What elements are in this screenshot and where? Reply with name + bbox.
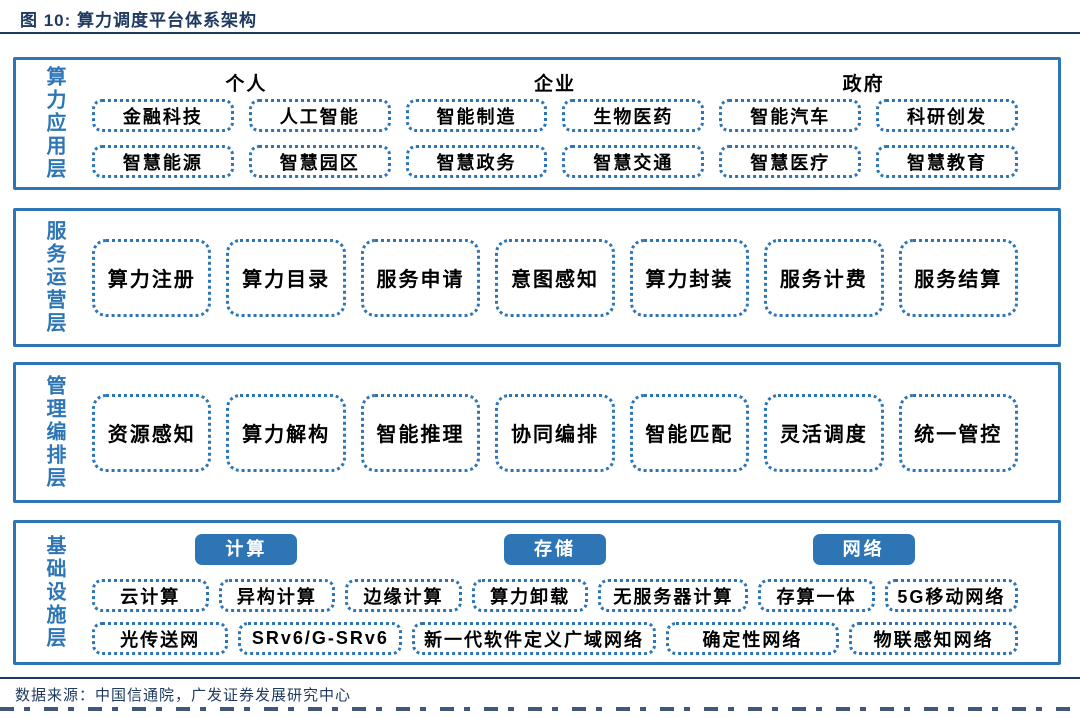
service-box-registration: 算力注册 bbox=[92, 238, 212, 317]
infra-box-storage-computing-integration: 存算一体 bbox=[758, 579, 875, 612]
service-box-row: 算力注册 算力目录 服务申请 意图感知 算力封装 服务计费 服务结算 bbox=[92, 238, 1018, 317]
group-header-government: 政府 bbox=[842, 73, 885, 95]
infra-box-row-1: 云计算 异构计算 边缘计算 算力卸载 无服务器计算 存算一体 5G移动网络 bbox=[92, 579, 1019, 612]
footer-divider bbox=[0, 677, 1080, 679]
orch-box-resource-awareness: 资源感知 bbox=[92, 393, 212, 472]
layer-application-content: 个人 企业 政府 金融科技 人工智能 智能制造 生物医药 智能汽车 科研创发 智… bbox=[92, 60, 1058, 187]
infra-box-srv6: SRv6/G-SRv6 bbox=[238, 622, 403, 655]
app-box-smart-park: 智慧园区 bbox=[248, 145, 391, 178]
group-header-personal: 个人 bbox=[225, 73, 268, 95]
orch-box-flexible-scheduling: 灵活调度 bbox=[764, 393, 884, 472]
service-box-settlement: 服务结算 bbox=[898, 238, 1018, 317]
infra-category-cell-compute: 计算 bbox=[92, 534, 401, 565]
service-box-intent-awareness: 意图感知 bbox=[495, 238, 615, 317]
app-box-biomedicine: 生物医药 bbox=[562, 99, 705, 132]
infra-pill-storage: 存储 bbox=[504, 534, 606, 565]
data-source-note: 数据来源：中国信通院，广发证券发展研究中心 bbox=[15, 687, 352, 704]
title-divider bbox=[0, 32, 1080, 34]
app-box-smart-healthcare: 智慧医疗 bbox=[719, 145, 862, 178]
service-box-catalog: 算力目录 bbox=[226, 238, 346, 317]
infra-box-edge-computing: 边缘计算 bbox=[345, 579, 462, 612]
infra-box-computing-offload: 算力卸载 bbox=[471, 579, 589, 612]
infra-category-cell-storage: 存储 bbox=[401, 534, 710, 565]
layer-service-operation: 服务运营层 算力注册 算力目录 服务申请 意图感知 算力封装 服务计费 服务结算 bbox=[13, 208, 1061, 347]
orch-box-intelligent-reasoning: 智能推理 bbox=[360, 393, 481, 472]
app-box-fintech: 金融科技 bbox=[92, 99, 234, 132]
layer-infrastructure-content: 计算 存储 网络 云计算 异构计算 边缘计算 算力卸载 无服务器计算 存算一体 … bbox=[92, 523, 1058, 662]
orch-box-collaborative-orchestration: 协同编排 bbox=[495, 393, 615, 472]
layer-orchestration: 管理编排层 资源感知 算力解构 智能推理 协同编排 智能匹配 灵活调度 统一管控 bbox=[13, 362, 1061, 503]
application-box-row-2: 智慧能源 智慧园区 智慧政务 智慧交通 智慧医疗 智慧教育 bbox=[92, 145, 1018, 178]
figure-title: 图 10: 算力调度平台体系架构 bbox=[20, 11, 258, 30]
infra-box-deterministic-network: 确定性网络 bbox=[665, 622, 840, 655]
app-box-smart-transport: 智慧交通 bbox=[562, 145, 705, 178]
orchestration-box-row: 资源感知 算力解构 智能推理 协同编排 智能匹配 灵活调度 统一管控 bbox=[92, 393, 1018, 472]
user-group-row: 个人 企业 政府 bbox=[92, 67, 1018, 97]
infra-box-row-2: 光传送网 SRv6/G-SRv6 新一代软件定义广域网络 确定性网络 物联感知网… bbox=[92, 622, 1019, 655]
layer-label-orchestration: 管理编排层 bbox=[43, 375, 65, 490]
service-box-application: 服务申请 bbox=[360, 238, 481, 317]
orch-box-unified-control: 统一管控 bbox=[898, 393, 1018, 472]
layer-label-infrastructure: 基础设施层 bbox=[43, 535, 65, 650]
service-box-encapsulation: 算力封装 bbox=[629, 238, 750, 317]
service-box-billing: 服务计费 bbox=[764, 238, 884, 317]
layer-infrastructure: 基础设施层 计算 存储 网络 云计算 异构计算 边缘计算 算力卸载 无服务器计算… bbox=[13, 520, 1061, 665]
infra-box-iot-sensing-network: 物联感知网络 bbox=[849, 622, 1019, 655]
infra-box-5g-mobile-network: 5G移动网络 bbox=[884, 579, 1019, 612]
infra-box-heterogeneous-computing: 异构计算 bbox=[218, 579, 336, 612]
infra-category-row: 计算 存储 网络 bbox=[92, 534, 1018, 565]
app-box-research: 科研创发 bbox=[876, 99, 1018, 132]
layer-label-application: 算力应用层 bbox=[43, 66, 65, 181]
app-box-smart-education: 智慧教育 bbox=[876, 145, 1018, 178]
layer-orchestration-content: 资源感知 算力解构 智能推理 协同编排 智能匹配 灵活调度 统一管控 bbox=[92, 365, 1058, 500]
infra-box-sdwan: 新一代软件定义广域网络 bbox=[412, 622, 656, 655]
infra-pill-network: 网络 bbox=[812, 534, 915, 565]
group-header-enterprise: 企业 bbox=[534, 73, 577, 95]
orch-box-power-deconstruction: 算力解构 bbox=[226, 393, 346, 472]
infra-category-cell-network: 网络 bbox=[709, 534, 1018, 565]
layer-label-service-operation: 服务运营层 bbox=[43, 220, 65, 335]
app-box-ai: 人工智能 bbox=[248, 99, 391, 132]
infra-pill-compute: 计算 bbox=[195, 534, 298, 565]
layer-application: 算力应用层 个人 企业 政府 金融科技 人工智能 智能制造 生物医药 智能汽车 … bbox=[13, 57, 1061, 190]
layer-service-content: 算力注册 算力目录 服务申请 意图感知 算力封装 服务计费 服务结算 bbox=[92, 211, 1058, 344]
bottom-clipped-rule bbox=[0, 707, 1080, 711]
infra-box-serverless-computing: 无服务器计算 bbox=[598, 579, 749, 612]
infra-box-optical-transport-network: 光传送网 bbox=[92, 622, 229, 655]
app-box-smart-manufacturing: 智能制造 bbox=[405, 99, 548, 132]
app-box-smart-energy: 智慧能源 bbox=[92, 145, 234, 178]
orch-box-intelligent-matching: 智能匹配 bbox=[629, 393, 750, 472]
application-box-row-1: 金融科技 人工智能 智能制造 生物医药 智能汽车 科研创发 bbox=[92, 99, 1018, 132]
app-box-smart-vehicle: 智能汽车 bbox=[719, 99, 862, 132]
infra-box-cloud-computing: 云计算 bbox=[92, 579, 209, 612]
app-box-smart-government: 智慧政务 bbox=[405, 145, 548, 178]
